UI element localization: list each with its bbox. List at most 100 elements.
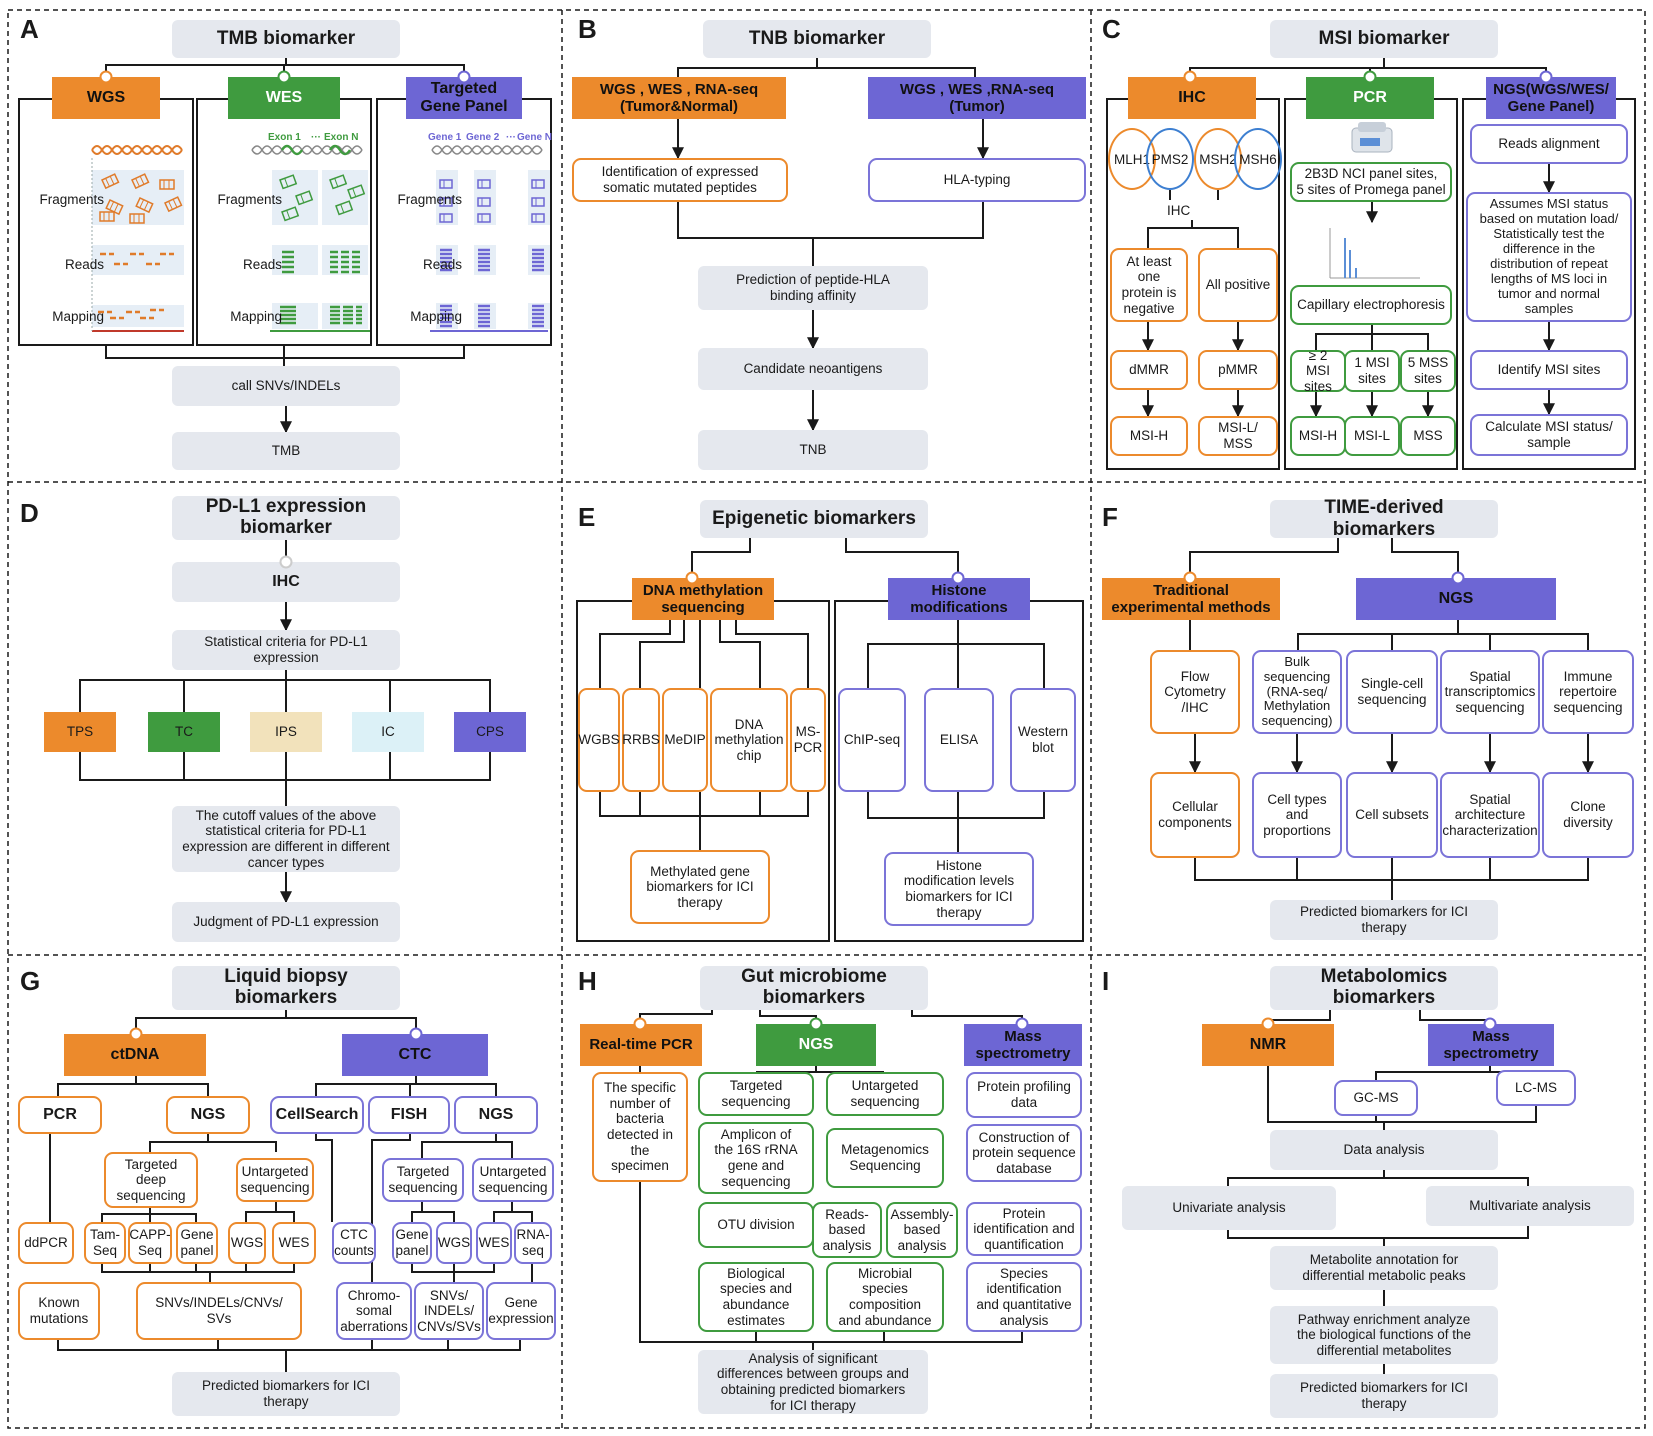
targeted-deep-sequencing-box: Targeted deep sequencing <box>104 1152 198 1208</box>
msi-l-mss-box: MSI-L/ MSS <box>1198 416 1278 456</box>
connector-line <box>759 1010 817 1024</box>
connector-dot <box>685 571 699 585</box>
connector-line <box>286 679 391 712</box>
pmmr-box: pMMR <box>1198 350 1278 390</box>
connector-line <box>286 679 491 712</box>
pcr-mss-box: MSS <box>1400 416 1456 456</box>
connector-line <box>245 1202 277 1222</box>
panel-a-title: TMB biomarker <box>172 20 400 58</box>
ihc-msi-h-box: MSI-H <box>1110 416 1188 456</box>
lc-ms-box: LC-MS <box>1496 1070 1576 1106</box>
time-ngs-header: NGS <box>1356 578 1556 620</box>
biological-species-box: Biological species and abundance estimat… <box>698 1262 814 1332</box>
multivariate-analysis-box: Multivariate analysis <box>1426 1186 1634 1226</box>
connector-line <box>409 1083 416 1096</box>
cutoff-values-box: The cutoff values of the above statistic… <box>172 806 400 872</box>
connector-line <box>1391 633 1458 650</box>
capp-seq-box: CAPP- Seq <box>128 1222 172 1264</box>
exon-1-label: Exon 1 <box>268 132 301 143</box>
flow-cytometry-box: Flow Cytometry /IHC <box>1150 650 1240 734</box>
specific-number-bacteria-box: The specific number of bacteria detected… <box>592 1072 688 1182</box>
panel-d-label: D <box>20 498 39 528</box>
ctc-gene-panel-box: Gene panel <box>392 1222 432 1264</box>
tam-seq-box: Tam- Seq <box>84 1222 126 1264</box>
connector-line <box>867 792 1045 819</box>
targeted-gene-panel-header: Targeted Gene Panel <box>406 77 522 119</box>
tps-box: TPS <box>44 712 116 752</box>
wgs-wes-rnaseq-tumor-header: WGS , WES ,RNA-seq (Tumor) <box>868 77 1086 119</box>
connector-line <box>105 58 287 77</box>
mapping-label: Mapping <box>52 309 104 324</box>
connector-line <box>1189 58 1385 77</box>
connector-line <box>512 1211 533 1222</box>
connector-line <box>735 620 809 688</box>
dmmr-box: dMMR <box>1110 350 1188 390</box>
reads-label: Reads <box>422 257 462 272</box>
ips-box: IPS <box>250 712 322 752</box>
panel-f-label: F <box>1102 502 1118 532</box>
ctdna-ngs-box: NGS <box>166 1096 250 1134</box>
msi-pcr-header: PCR <box>1306 77 1434 119</box>
panel-f-title: TIME-derived biomarkers <box>1270 497 1498 540</box>
connector-line <box>867 643 958 688</box>
ge2-msi-sites-box: ≥ 2 MSI sites <box>1290 348 1346 394</box>
immune-repertoire-box: Immune repertoire sequencing <box>1542 650 1634 734</box>
connector-line <box>845 538 959 578</box>
connector-dot <box>1483 1017 1497 1031</box>
ctc-wes-box: WES <box>476 1222 512 1264</box>
pcr-frame <box>1284 98 1458 470</box>
connector-line <box>1267 1066 1537 1123</box>
ctc-counts-box: CTC counts <box>332 1222 376 1264</box>
fragments-label: Fragments <box>217 192 282 207</box>
chip-seq-box: ChIP-seq <box>838 688 906 792</box>
liquid-pcr-box: PCR <box>18 1096 102 1134</box>
metab-predicted-biomarkers: Predicted biomarkers for ICI therapy <box>1270 1374 1498 1418</box>
connector-dot <box>809 1017 823 1031</box>
reads-label: Reads <box>242 257 282 272</box>
data-analysis-box: Data analysis <box>1270 1130 1498 1170</box>
reads-based-box: Reads- based analysis <box>812 1202 882 1258</box>
spatial-transcriptomics-box: Spatial transcriptomics sequencing <box>1440 650 1540 734</box>
rrbs-box: RRBS <box>622 688 660 792</box>
protein-database-box: Construction of protein sequence databas… <box>966 1124 1082 1182</box>
ddpcr-box: ddPCR <box>18 1222 74 1264</box>
panel-c-label: C <box>1102 14 1121 44</box>
ncipanel-sites-box: 2B3D NCI panel sites, 5 sites of Promega… <box>1290 162 1452 202</box>
wes-header: WES <box>228 77 340 119</box>
ic-box: IC <box>352 712 424 752</box>
pms2-ellipse: PMS2 <box>1146 128 1194 190</box>
connector-line <box>493 1202 513 1222</box>
connector-line <box>719 620 761 688</box>
panel-g-label: G <box>20 966 41 996</box>
statistical-criteria-box: Statistical criteria for PD-L1 expressio… <box>172 630 400 670</box>
gut-untargeted-sequencing-box: Untargeted sequencing <box>826 1072 944 1116</box>
connector-line <box>1372 333 1429 350</box>
connector-dot <box>279 555 293 569</box>
methylation-chip-box: DNA methylation chip <box>710 688 788 792</box>
tnb-result: TNB <box>698 430 928 470</box>
known-mutations-box: Known mutations <box>18 1282 100 1340</box>
connector-line <box>1375 1066 1491 1080</box>
methylated-gene-biomarkers: Methylated gene biomarkers for ICI thera… <box>630 850 770 924</box>
fish-box: FISH <box>368 1096 450 1134</box>
ctc-targeted-box: Targeted sequencing <box>382 1158 464 1202</box>
wgs-wes-rnaseq-tumor-normal-header: WGS , WES , RNA-seq (Tumor&Normal) <box>572 77 786 119</box>
ctc-ngs-box: NGS <box>454 1096 538 1134</box>
electropherogram-icon <box>1329 228 1420 279</box>
connector-line <box>599 792 809 817</box>
gene-dots-label: ··· <box>506 132 516 143</box>
mapping-label: Mapping <box>410 309 462 324</box>
ihc-sublabel: IHC <box>1167 203 1191 218</box>
gut-mass-spec-header: Mass spectrometry <box>964 1024 1082 1066</box>
connector-line <box>135 1010 287 1034</box>
chromosomal-aberrations-box: Chromo- somal aberrations <box>336 1282 412 1340</box>
single-cell-box: Single-cell sequencing <box>1346 650 1438 734</box>
connector-line <box>1189 538 1339 578</box>
gene-1-label: Gene 1 <box>428 132 462 143</box>
metagenomics-box: Metagenomics Sequencing <box>826 1128 944 1188</box>
connector-line <box>150 1213 197 1222</box>
ctdna-gene-panel-box: Gene panel <box>176 1222 218 1264</box>
assumes-msi-status-step: Assumes MSI status based on mutation loa… <box>1466 192 1632 322</box>
one-msi-sites-box: 1 MSI sites <box>1344 350 1400 392</box>
